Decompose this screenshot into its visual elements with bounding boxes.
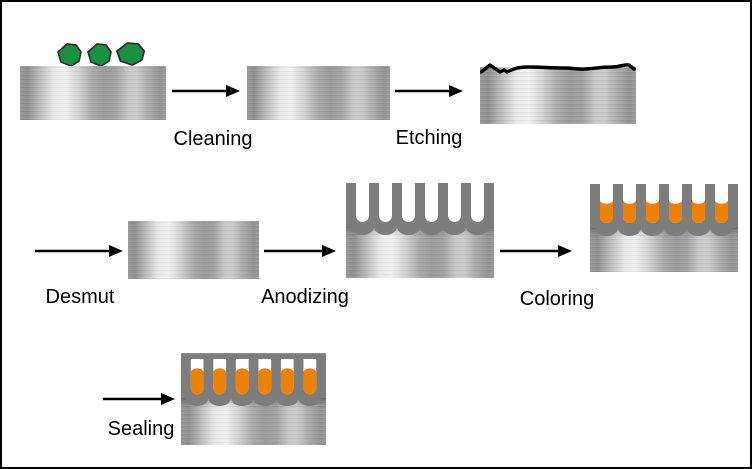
step-label-anodizing: Anodizing bbox=[261, 286, 349, 308]
substrate-block-colored bbox=[590, 184, 738, 272]
contaminant-hexagon-icon bbox=[57, 43, 82, 67]
substrate-block-dirty bbox=[20, 66, 166, 120]
substrate-block-anodized bbox=[346, 183, 494, 278]
etched-surface-line bbox=[480, 63, 636, 74]
flow-arrow-icon bbox=[35, 245, 123, 257]
flow-arrow-icon bbox=[172, 85, 240, 97]
porous-oxide-layer bbox=[346, 183, 494, 239]
step-label-desmut: Desmut bbox=[45, 286, 115, 308]
flow-arrow-icon bbox=[103, 393, 175, 405]
flow-arrow-icon bbox=[500, 245, 572, 257]
substrate-block-sealed bbox=[181, 353, 326, 445]
step-label-sealing: Sealing bbox=[107, 418, 175, 440]
flow-arrow-icon bbox=[264, 245, 336, 257]
contaminant-hexagon-icon bbox=[115, 42, 146, 66]
step-label-coloring: Coloring bbox=[519, 288, 595, 310]
step-label-etching: Etching bbox=[395, 127, 463, 149]
substrate-block-cleaned bbox=[247, 66, 390, 120]
contaminant-particles-icon bbox=[57, 42, 146, 67]
flow-arrow-icon bbox=[395, 85, 463, 97]
substrate-block-etched bbox=[480, 61, 636, 124]
substrate-block-desmut bbox=[128, 221, 259, 279]
step-label-cleaning: Cleaning bbox=[173, 128, 253, 150]
porous-oxide-layer-sealed bbox=[181, 353, 326, 410]
porous-oxide-layer-dyed bbox=[590, 184, 738, 240]
contaminant-hexagon-icon bbox=[87, 43, 112, 67]
